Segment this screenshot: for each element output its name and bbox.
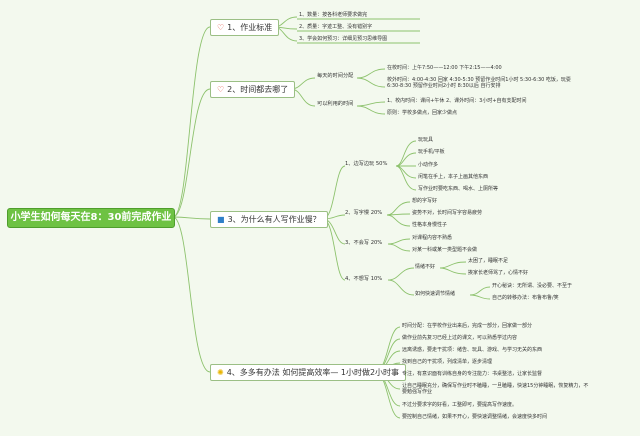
heart-icon: ♡: [217, 85, 225, 94]
branch-1-item-2: 2、质量：字迹工整、没有错别字: [299, 24, 373, 30]
branch-3-node[interactable]: ■3、为什么有人写作业慢？: [210, 211, 328, 228]
mood-adjust-item-1: 开心秘诀：无所谓、没必要、不至于: [492, 283, 573, 289]
bad-mood-label: 情绪不好: [415, 264, 436, 270]
reason-4-label: 4、不想写 10%: [345, 276, 383, 282]
branch-1-item-3: 3、学会如何预习：详细见预习思维导图: [299, 36, 388, 42]
reason-3-item-1: 对课程内容不熟悉: [412, 235, 453, 241]
tip-5: 专注，有意识面有训练自身的专注能力：书桌整洁，让家长监督: [402, 371, 543, 377]
time-allocation-label: 每天的时间分配: [317, 73, 354, 79]
usable-time-label: 可以利用的时间: [317, 101, 354, 107]
mood-adjust-label: 如何快速调节情绪: [415, 291, 456, 297]
time-allocation-item-1: 在校时间：上午7:50——12:00 下午2:15——4:00: [387, 65, 502, 71]
reason-2-item-2: 姿势不对，长时间写字容易疲劳: [412, 210, 483, 216]
reason-1-item-3: 小动作多: [418, 162, 439, 168]
branch-3-label: 3、为什么有人写作业慢？: [227, 215, 321, 224]
root-node[interactable]: 小学生如何每天在8：30前完成作业: [7, 208, 175, 228]
reason-1-item-5: 写作业时要吃东西、喝水、上厕所等: [418, 186, 499, 192]
tip-7: 不过分要求字的好看，工整即可，要提高写作速度。: [402, 402, 518, 408]
branch-1-label: 1、作业标准: [227, 23, 273, 32]
tip-4: 找到自己的干扰项，列成清单，逐步清理: [402, 359, 493, 365]
reason-1-item-1: 玩玩具: [418, 137, 434, 143]
reason-2-item-3: 性格本身慢性子: [412, 222, 448, 228]
branch-4-label: 4、多多有办法 如何提高效率— 1小时做2小时事: [226, 368, 400, 377]
bad-mood-item-2: 挨家长老师骂了，心情不好: [468, 270, 529, 276]
tip-3: 远离诱惑，要走干扰项：绪告、玩具、游戏、与学习无关的东西: [402, 347, 543, 353]
heart-icon: ♡: [217, 23, 225, 32]
time-allocation-item-2: 校外时间：4:00-4:30 回家 4:30-5:30 预留作业时间1小时 5:…: [387, 77, 571, 89]
reason-3-item-2: 对某一科或某一类型题不会做: [412, 247, 478, 253]
reason-1-item-4: 闲笔在手上，本子上画其他东西: [418, 174, 489, 180]
tip-1: 时间分配：在学校作业出来后，完成一部分，回家做一部分: [402, 323, 533, 329]
branch-4-node[interactable]: ✺4、多多有办法 如何提高效率— 1小时做2小时事: [210, 364, 407, 381]
usable-time-item-1: 1、校内时间：课间+午休 2、课外时间：3小时+自有支配时间: [387, 98, 527, 104]
reason-1-item-2: 玩手机/平板: [418, 149, 445, 155]
tip-8: 要控制自己情绪，如果不开心，要快速调整情绪，会速度快多时间: [402, 414, 548, 420]
branch-1-node[interactable]: ♡1、作业标准: [210, 19, 280, 36]
tip-6: 让自己睡眠充分，确保写作业时不瞌睡，一旦瞌睡，快速15分钟睡眠，恢复精力，不要勉…: [402, 383, 589, 395]
reason-2-label: 2、写字慢 20%: [345, 210, 383, 216]
bad-mood-item-1: 太困了，睡眠不足: [468, 258, 509, 264]
branch-2-node[interactable]: ♡2、时间都去哪了: [210, 81, 296, 98]
branch-1-item-1: 1、数量：按各科老师要求做完: [299, 12, 368, 18]
reason-3-label: 3、不会写 20%: [345, 240, 383, 246]
reason-1-label: 1、边写边玩 50%: [345, 161, 388, 167]
tip-2: 做作业前先复习已经上过的课文，可以熟悉学过内容: [402, 335, 518, 341]
usable-time-item-2: 原则：学校多做点，回家少做点: [387, 110, 458, 116]
flag-icon: ■: [217, 215, 225, 224]
bulb-icon: ✺: [217, 368, 224, 377]
mood-adjust-item-2: 自己的转移办法：布鲁布鲁/笑: [492, 295, 559, 301]
branch-2-label: 2、时间都去哪了: [227, 85, 289, 94]
reason-2-item-1: 想的字写好: [412, 198, 438, 204]
